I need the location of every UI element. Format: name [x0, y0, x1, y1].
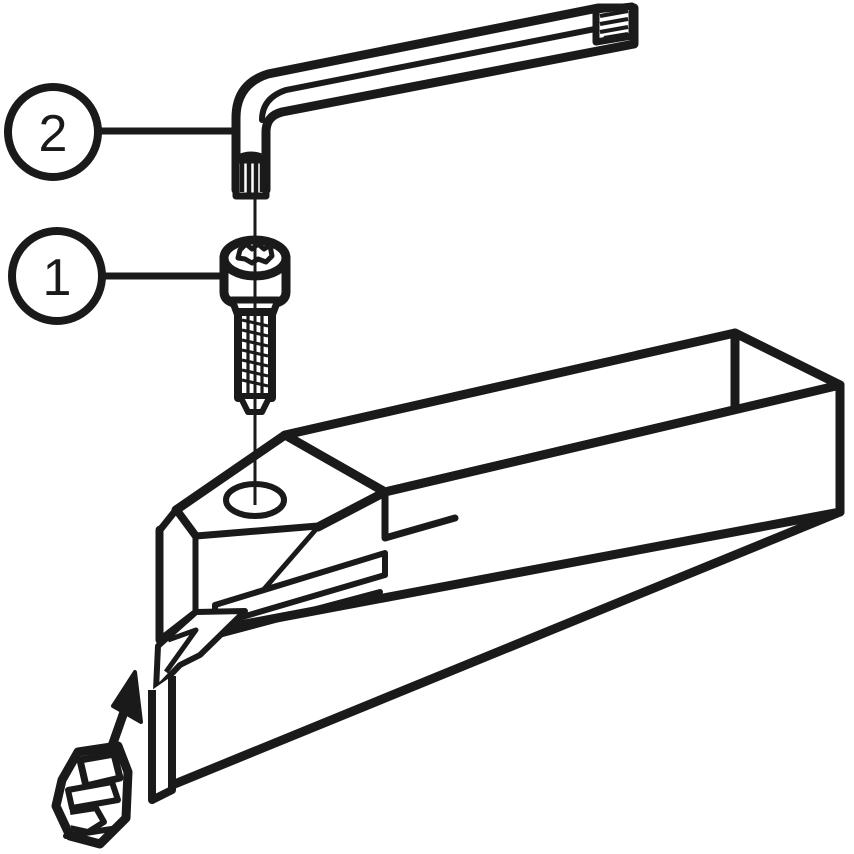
callout-2-label: 2	[39, 105, 68, 163]
callout-2-circle[interactable]	[4, 83, 102, 181]
torx-key-far-tip	[592, 2, 636, 46]
shank-bottom-edge	[155, 507, 845, 795]
holder-nose-front-edge	[148, 676, 176, 804]
torx-key-short-tip	[232, 151, 270, 200]
arrow-head	[111, 670, 143, 724]
callout-1-circle[interactable]	[8, 227, 106, 325]
callout-1[interactable]: 1	[8, 227, 228, 325]
tool-holder	[148, 328, 845, 804]
torx-key-inner-edge	[259, 25, 603, 123]
insert-seat-step	[153, 608, 248, 693]
assembly-arrow	[107, 670, 143, 751]
callout-1-label: 1	[43, 249, 72, 307]
torx-key-long-arm	[231, 3, 639, 195]
insert-chipbreaker-groove	[65, 779, 121, 811]
callout-2[interactable]: 2	[4, 83, 238, 181]
cutting-insert	[51, 741, 133, 849]
insert-seat-step-inner	[163, 627, 199, 674]
insert-top-facet	[76, 750, 124, 790]
arrow-shaft	[107, 707, 129, 751]
torx-key	[231, 2, 639, 200]
holder-shoulder-line	[281, 431, 459, 542]
insert-bottom-edge	[63, 825, 121, 839]
